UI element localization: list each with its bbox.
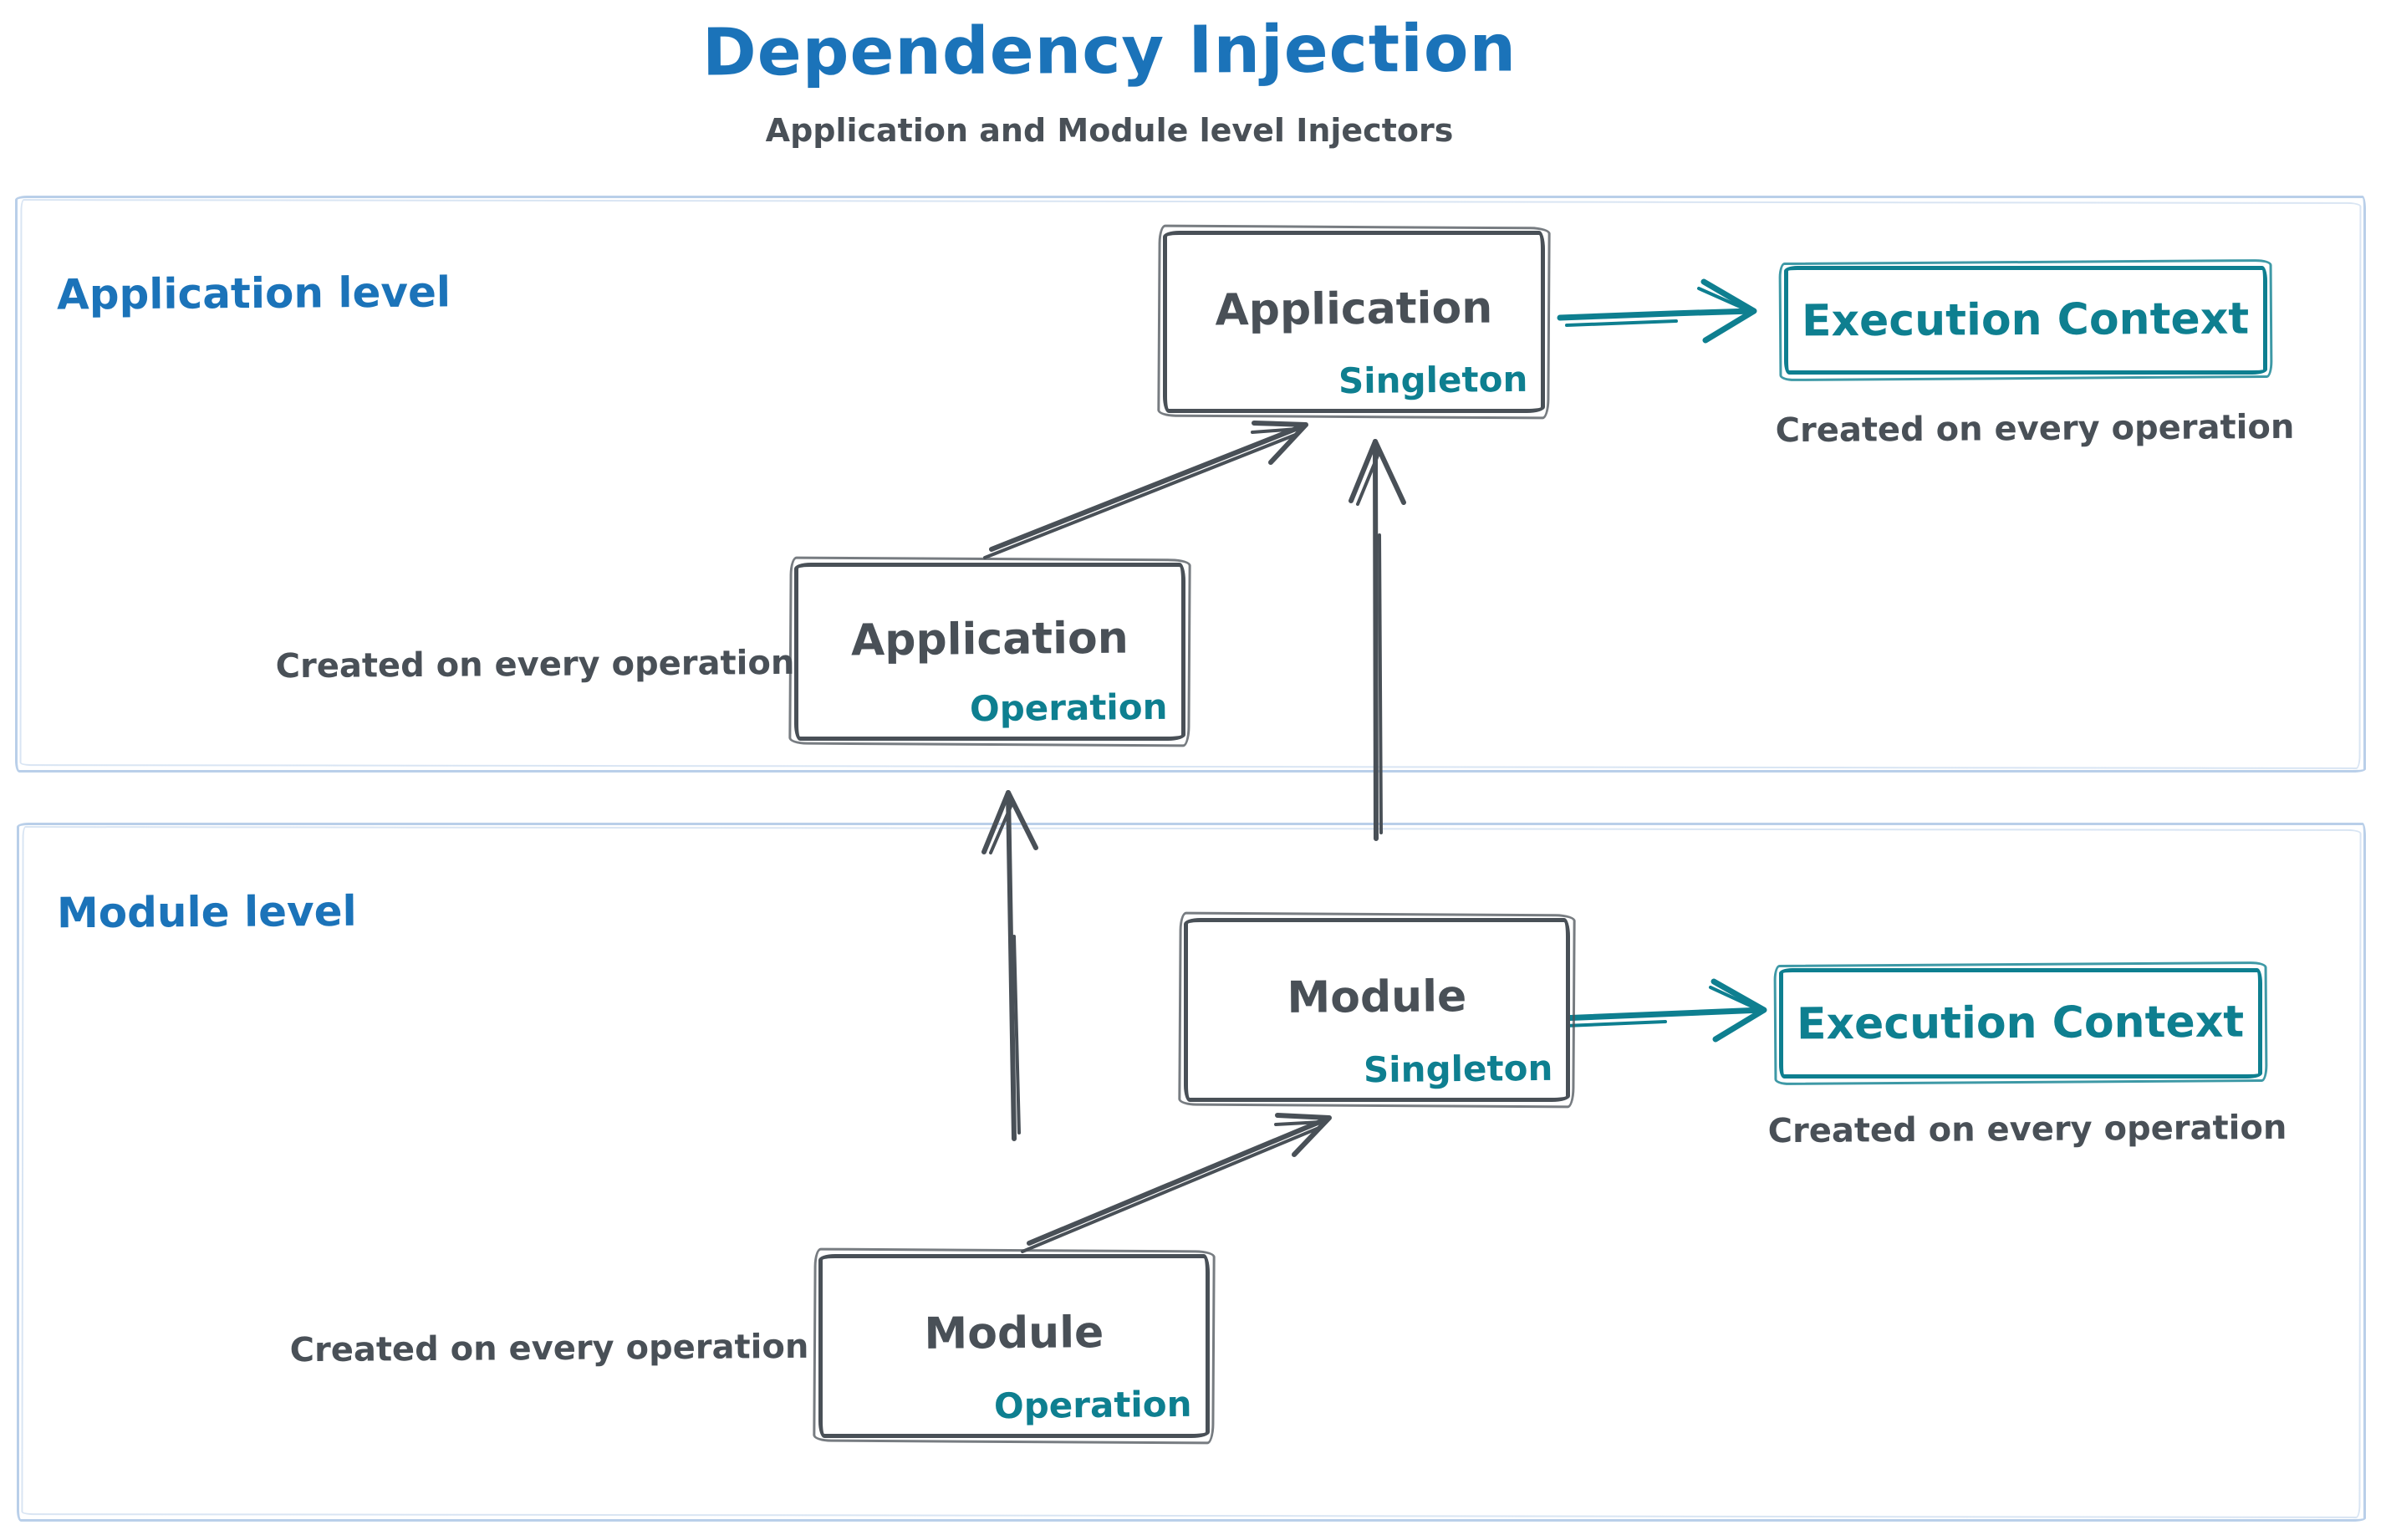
region-application-level — [15, 196, 2366, 773]
page-subtitle: Application and Module level Injectors — [765, 112, 1454, 149]
page-title: Dependency Injection — [701, 11, 1517, 91]
caption-created-on-every-operation: Created on every operation — [1775, 407, 2295, 451]
box-scope-tag: Singleton — [1338, 358, 1528, 402]
box-application-singleton: Application Singleton — [1163, 231, 1545, 413]
box-module-singleton: Module Singleton — [1184, 918, 1570, 1102]
application-level-label: Application level — [56, 268, 451, 319]
execution-context-label: Execution Context — [1797, 997, 2245, 1050]
box-application-operation: Application Operation — [794, 563, 1185, 741]
box-scope-tag: Operation — [994, 1383, 1193, 1427]
module-level-label: Module level — [56, 886, 357, 938]
box-scope-tag: Singleton — [1363, 1047, 1553, 1091]
caption-created-on-every-operation: Created on every operation — [289, 1327, 809, 1370]
box-scope-tag: Operation — [970, 686, 1169, 730]
execution-context-label: Execution Context — [1802, 293, 2250, 347]
box-execution-context-module: Execution Context — [1779, 968, 2262, 1079]
region-module-level — [17, 823, 2366, 1522]
box-module-operation: Module Operation — [818, 1254, 1210, 1438]
caption-created-on-every-operation: Created on every operation — [275, 643, 795, 686]
caption-created-on-every-operation: Created on every operation — [1767, 1108, 2287, 1151]
box-execution-context-application: Execution Context — [1784, 266, 2267, 375]
